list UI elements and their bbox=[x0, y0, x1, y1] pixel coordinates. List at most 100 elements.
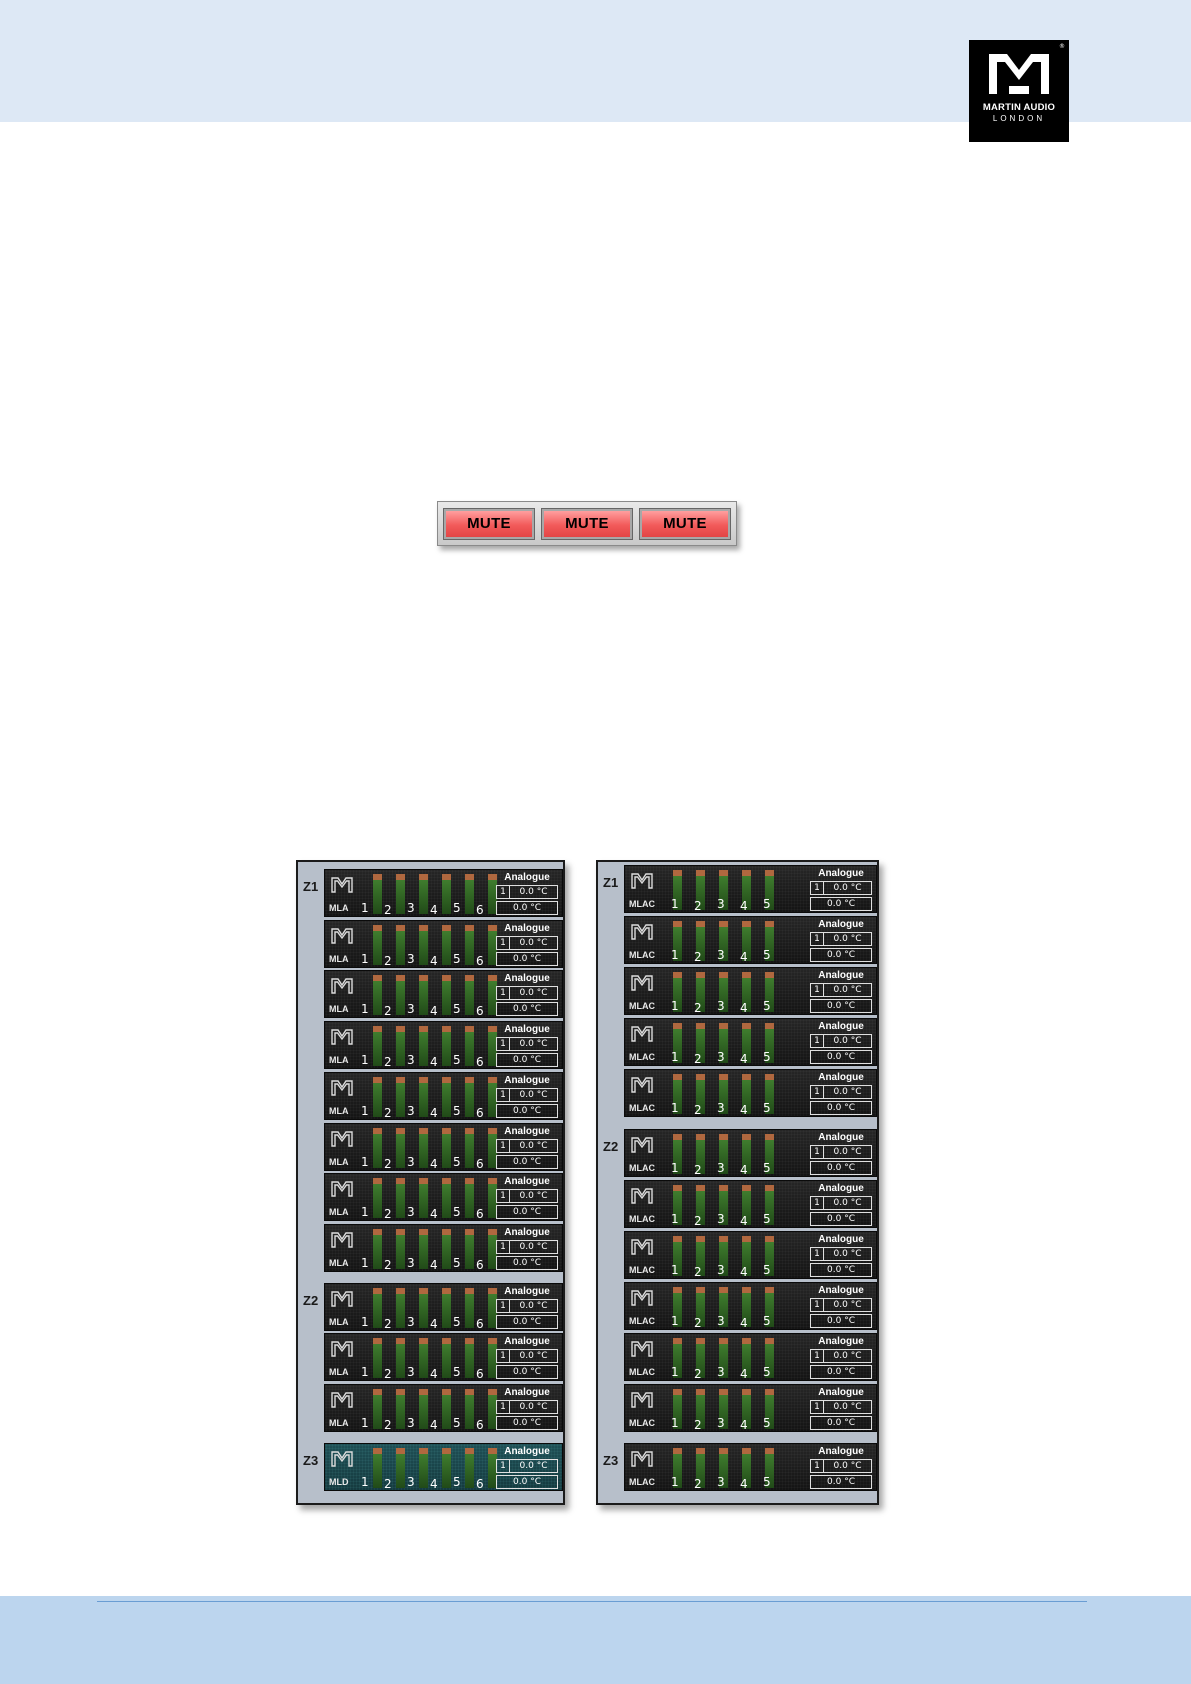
channel-level-meter bbox=[719, 1235, 728, 1276]
channel-level-meter bbox=[396, 1389, 405, 1429]
channel-level-meter bbox=[765, 972, 774, 1013]
temperature-value: 0.0 °C bbox=[519, 1351, 548, 1362]
unit-model-label: MLAC bbox=[629, 1477, 655, 1488]
channel-number: 6 bbox=[476, 1367, 484, 1382]
channel-level-meter bbox=[696, 1389, 705, 1429]
channel-level-meter bbox=[396, 1287, 405, 1328]
channel-number: 3 bbox=[407, 1103, 415, 1118]
channel-number: 4 bbox=[430, 1105, 438, 1120]
unit-model-label: MLAC bbox=[629, 1162, 655, 1173]
channel-number: 2 bbox=[384, 1004, 392, 1019]
channel-number: 4 bbox=[430, 1156, 438, 1171]
channel-level-meter bbox=[442, 1389, 451, 1429]
channel-number: 2 bbox=[384, 1476, 392, 1491]
channel-number: 4 bbox=[430, 1004, 438, 1019]
temperature-value: 0.0 °C bbox=[827, 1264, 855, 1275]
mute-button-2[interactable]: MUTE bbox=[541, 507, 633, 540]
unit-model-label: MLA bbox=[329, 1055, 349, 1066]
channel-level-meter bbox=[396, 1127, 405, 1168]
temperature-value: 0.0 °C bbox=[827, 1213, 855, 1224]
temperature-value: 0.0 °C bbox=[833, 1299, 862, 1310]
temperature-readout-2: 0.0 °C bbox=[496, 1474, 558, 1489]
channel-number: 2 bbox=[694, 1162, 702, 1177]
channel-level-meter bbox=[373, 1228, 382, 1269]
temperature-value: 0.0 °C bbox=[513, 1105, 541, 1116]
temperature-value: 0.0 °C bbox=[513, 1156, 541, 1167]
channel-level-meter bbox=[696, 1023, 705, 1064]
page-footer-band bbox=[0, 1596, 1191, 1684]
channel-number: 3 bbox=[407, 1002, 415, 1017]
logo-city-text: LONDON bbox=[992, 114, 1046, 123]
channel-number: 5 bbox=[453, 1103, 461, 1118]
channel-level-meter bbox=[488, 874, 497, 914]
channel-number: 2 bbox=[694, 1052, 702, 1067]
channel-number: 1 bbox=[671, 1475, 679, 1490]
channel-number: 4 bbox=[740, 1162, 748, 1177]
channel-level-meter bbox=[488, 1127, 497, 1168]
channel-level-meter bbox=[396, 1026, 405, 1067]
channel-level-meter bbox=[373, 1338, 382, 1379]
channel-level-meter bbox=[673, 1184, 682, 1225]
temperature-readout-2: 0.0 °C bbox=[810, 1101, 872, 1116]
channel-level-meter bbox=[419, 1127, 428, 1168]
unit-model-label: MLA bbox=[329, 1316, 349, 1327]
temperature-readout-2: 0.0 °C bbox=[496, 951, 558, 966]
mute-button-3[interactable]: MUTE bbox=[639, 507, 731, 540]
channel-level-meter bbox=[673, 1074, 682, 1115]
channel-number: 2 bbox=[384, 1418, 392, 1432]
channel-number: 5 bbox=[453, 1205, 461, 1220]
input-source-label: Analogue bbox=[818, 1131, 864, 1143]
input-source-label: Analogue bbox=[818, 1284, 864, 1296]
channel-level-meter bbox=[719, 921, 728, 962]
temperature-value: 0.0 °C bbox=[519, 887, 548, 897]
temperature-value: 0.0 °C bbox=[833, 1087, 862, 1098]
channel-number: 1 bbox=[671, 1101, 679, 1116]
channel-number: 6 bbox=[476, 1156, 484, 1171]
temperature-value: 0.0 °C bbox=[833, 1248, 862, 1259]
unit-m-logo-icon bbox=[630, 1289, 654, 1311]
input-source-label: Analogue bbox=[818, 868, 864, 879]
channel-number: 3 bbox=[407, 1154, 415, 1169]
channel-level-meter bbox=[673, 1023, 682, 1064]
channel-level-meter bbox=[765, 1074, 774, 1115]
channel-number: 3 bbox=[717, 1160, 725, 1175]
temperature-channel-number: 1 bbox=[497, 1350, 510, 1363]
unit-m-logo-icon bbox=[630, 1025, 654, 1047]
unit-model-label: MLAC bbox=[629, 1315, 655, 1326]
temperature-channel-number: 1 bbox=[811, 1349, 824, 1362]
unit-m-logo-icon bbox=[630, 1076, 654, 1098]
mute-button-1[interactable]: MUTE bbox=[443, 507, 535, 540]
channel-level-meter bbox=[442, 1447, 451, 1488]
input-source-label: Analogue bbox=[504, 1074, 550, 1086]
channel-level-meter bbox=[465, 975, 474, 1016]
